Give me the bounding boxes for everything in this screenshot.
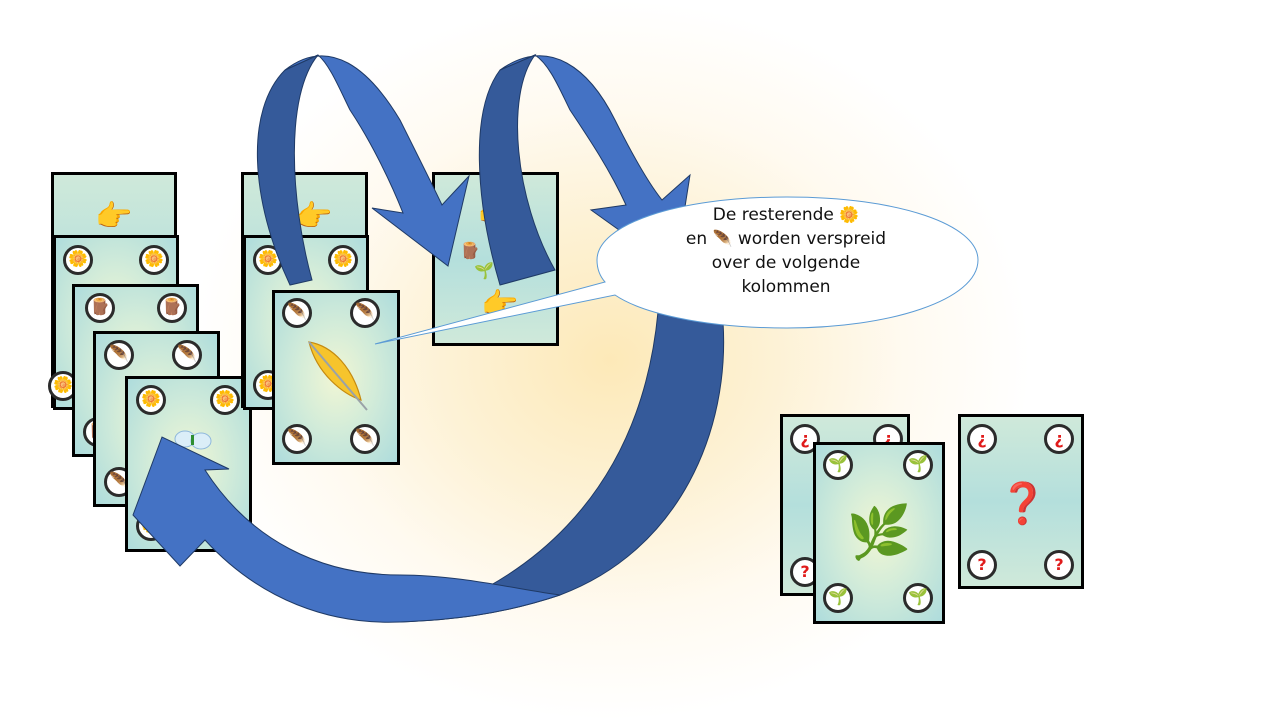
feather-icon: 🪶 xyxy=(282,298,312,328)
inverted-question-icon: ¿ xyxy=(1044,424,1074,454)
flower-icon: 🌼 xyxy=(63,245,93,275)
question-icon: ? xyxy=(967,550,997,580)
stump-icon: 🪵 xyxy=(85,293,115,323)
callout-line-1: De resterende 🌼 xyxy=(712,205,860,225)
callout-line-4: kolommen xyxy=(741,277,831,297)
feather-icon: 🪶 xyxy=(282,424,312,454)
big-question-icon: ❓ xyxy=(998,482,1048,526)
flower-icon: 🌼 xyxy=(139,245,169,275)
flower-icon: 🌼 xyxy=(136,385,166,415)
card-golden-feather-col2: 🪶 🪶 🪶 🪶 xyxy=(272,290,400,465)
hand-icon: 👉 xyxy=(295,200,333,233)
hand-icon: 👉 xyxy=(95,200,133,233)
callout-bubble xyxy=(374,196,979,345)
sprout-icon: 🌱 xyxy=(823,450,853,480)
stump-icon: 🪵 xyxy=(460,243,480,260)
card-sprout-grass-col4: 🌱 🌱 🌱 🌱 🌿 xyxy=(813,442,945,624)
curved-arrow-2 xyxy=(478,53,691,286)
feather-icon: 🪶 xyxy=(104,340,134,370)
feather-icon: 🪶 xyxy=(350,424,380,454)
butterfly-icon xyxy=(173,427,213,455)
flower-icon: 🌼 xyxy=(210,385,240,415)
sprout-icon: 🌱 xyxy=(903,583,933,613)
inverted-question-icon: ¿ xyxy=(967,424,997,454)
curved-arrow-3 xyxy=(132,311,725,623)
callout-text: De resterende 🌼 en 🪶 worden verspreid ov… xyxy=(636,203,936,299)
curved-arrow-1 xyxy=(257,54,470,286)
callout-line-2: en 🪶 worden verspreid xyxy=(685,229,887,249)
feather-icon: 🪶 xyxy=(712,229,733,248)
stump-icon: 🪵 xyxy=(157,293,187,323)
grass-icon: 🌿 xyxy=(846,504,912,562)
card-question-col5: ¿ ¿ ? ? ❓ xyxy=(958,414,1084,589)
flower-icon: 🌼 xyxy=(328,245,358,275)
sprout-icon: 🌱 xyxy=(903,450,933,480)
sprout-icon: 🌱 xyxy=(474,263,494,280)
golden-feather-icon xyxy=(303,338,373,413)
feather-icon: 🪶 xyxy=(350,298,380,328)
sprout-icon: 🌱 xyxy=(823,583,853,613)
question-icon: ? xyxy=(1044,550,1074,580)
callout-line-3: over de volgende xyxy=(711,253,861,273)
feather-icon: 🪶 xyxy=(172,340,202,370)
flower-icon: 🌼 xyxy=(839,205,860,224)
